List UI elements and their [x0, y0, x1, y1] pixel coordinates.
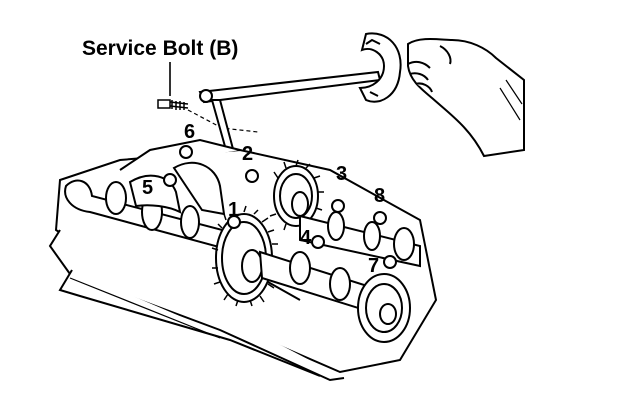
- lower-camshaft: [258, 250, 411, 343]
- intake-camshaft: [64, 161, 231, 252]
- bolt-label-5: 5: [142, 177, 153, 199]
- bolt-label-4: 4: [300, 227, 312, 249]
- bolt-label-6: 6: [184, 121, 195, 143]
- bolt-head-6: [179, 145, 193, 159]
- bolt-label-1: 1: [228, 199, 239, 221]
- service-bolt-icon: [157, 99, 189, 110]
- bolt-head-5: [163, 173, 177, 187]
- hand-icon: [407, 38, 525, 158]
- bolt-heads: [163, 145, 397, 269]
- bolt-head-3: [331, 199, 345, 213]
- bolt-number-labels: 1 2 3 4 5 6 7 8: [142, 121, 385, 277]
- bolt-head-4: [311, 235, 325, 249]
- cam-gear-right: [269, 159, 324, 231]
- service-bolt-label: Service Bolt (B): [82, 37, 238, 60]
- bolt-label-8: 8: [374, 185, 385, 207]
- cam-gear-left: [211, 205, 279, 307]
- bolt-label-3: 3: [336, 163, 347, 185]
- bolt-head-7: [383, 255, 397, 269]
- bolt-label-7: 7: [368, 255, 379, 277]
- exhaust-camshaft: [299, 211, 421, 268]
- bolt-head-2: [245, 169, 259, 183]
- bolt-label-2: 2: [242, 143, 253, 165]
- bolt-head-8: [373, 211, 387, 225]
- bolt-head-1: [227, 215, 241, 229]
